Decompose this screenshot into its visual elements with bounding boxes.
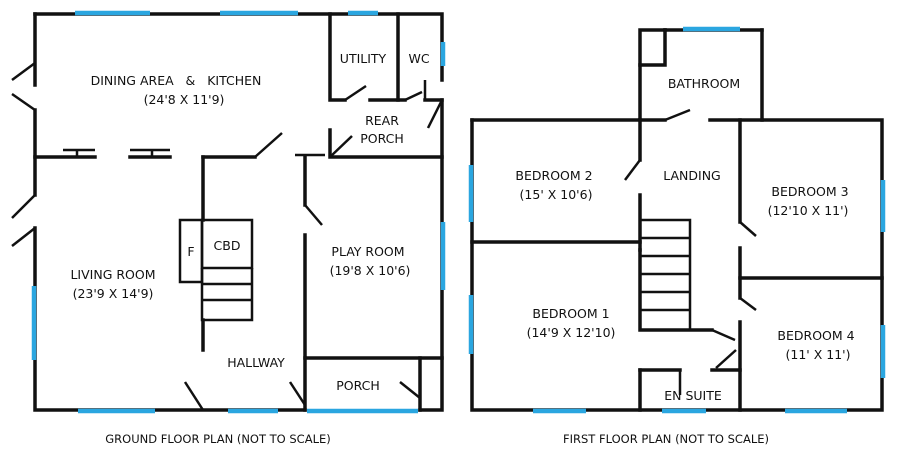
- dining-kitchen-label: DINING AREA & KITCHEN: [91, 73, 262, 88]
- play-room-label: PLAY ROOM: [331, 244, 404, 259]
- bedroom-4-label: BEDROOM 4: [777, 328, 854, 343]
- cupboard-f-label: F: [187, 244, 194, 259]
- bedroom-2-label: BEDROOM 2: [515, 168, 592, 183]
- bedroom-3-label: BEDROOM 3: [771, 184, 848, 199]
- ground-floor-plan: DINING AREA & KITCHEN (24'8 X 11'9) UTIL…: [11, 10, 446, 446]
- dining-kitchen-dims: (24'8 X 11'9): [144, 92, 225, 107]
- ground-floor-stairs: [178, 218, 254, 322]
- landing-label: LANDING: [663, 168, 721, 183]
- porch-label: PORCH: [336, 378, 380, 393]
- ground-floor-walls: [33, 12, 444, 412]
- utility-label: UTILITY: [340, 51, 387, 66]
- bedroom-4-dims: (11' X 11'): [786, 347, 851, 362]
- hallway-label: HALLWAY: [227, 355, 285, 370]
- play-room-dims: (19'8 X 10'6): [330, 263, 411, 278]
- living-room-dims: (23'9 X 14'9): [73, 286, 154, 301]
- bedroom-2-dims: (15' X 10'6): [520, 187, 593, 202]
- first-floor-labels: BATHROOM BEDROOM 2 (15' X 10'6) LANDING …: [515, 76, 854, 403]
- first-floor-windows: [468, 26, 886, 414]
- ground-floor-windows: [31, 10, 446, 414]
- en-suite-label: EN SUITE: [664, 388, 722, 403]
- rear-porch-label-line2: PORCH: [360, 131, 404, 146]
- first-floor-stairs: [640, 218, 692, 330]
- cupboard-cbd-label: CBD: [214, 238, 241, 253]
- first-floor-caption: FIRST FLOOR PLAN (NOT TO SCALE): [563, 432, 769, 446]
- ground-floor-doors: [11, 61, 444, 411]
- ground-floor-caption: GROUND FLOOR PLAN (NOT TO SCALE): [105, 432, 331, 446]
- first-floor-plan: BATHROOM BEDROOM 2 (15' X 10'6) LANDING …: [468, 26, 886, 446]
- first-floor-walls: [470, 28, 884, 412]
- bedroom-3-dims: (12'10 X 11'): [768, 203, 849, 218]
- ground-floor-labels: DINING AREA & KITCHEN (24'8 X 11'9) UTIL…: [70, 51, 429, 393]
- living-room-label: LIVING ROOM: [70, 267, 155, 282]
- bathroom-label: BATHROOM: [668, 76, 740, 91]
- rear-porch-label-line1: REAR: [365, 113, 399, 128]
- bedroom-1-label: BEDROOM 1: [532, 306, 609, 321]
- first-floor-doors: [624, 108, 757, 395]
- bedroom-1-dims: (14'9 X 12'10): [527, 325, 616, 340]
- wc-label: WC: [408, 51, 429, 66]
